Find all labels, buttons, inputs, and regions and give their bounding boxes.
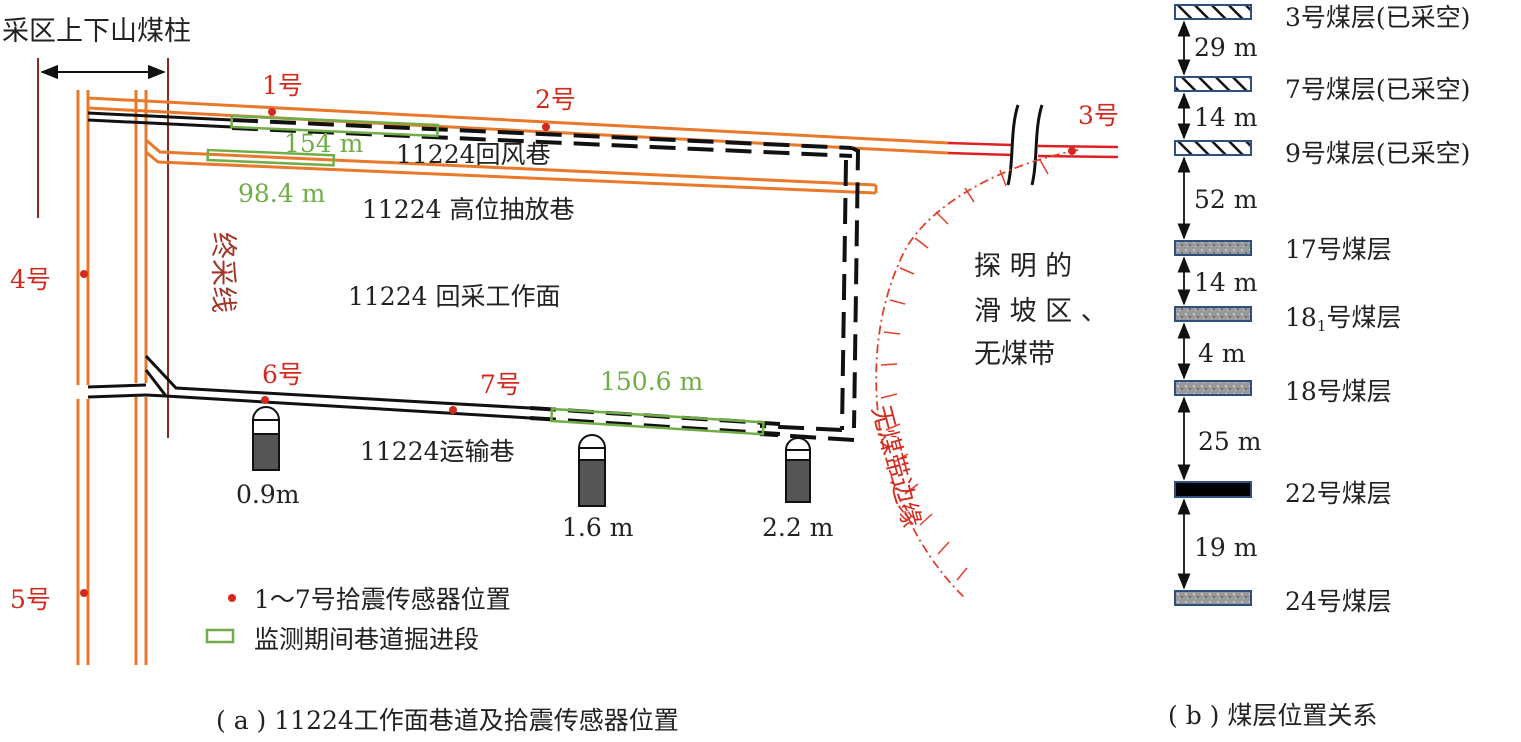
legend-sensor-marker [228,594,236,602]
seam-name-3: 3号煤层(已采空) [1285,3,1470,32]
seam-bar-18 [1174,380,1252,396]
seam-name-9: 9号煤层(已采空) [1285,139,1470,168]
spacing-label-5: 4 m [1198,339,1246,368]
spacing-label-3: 52 m [1194,185,1258,214]
seam-name-7: 7号煤层(已采空) [1285,75,1470,104]
sensor-2 [542,123,550,131]
boundary-label: 无煤带边缘 [866,402,926,530]
red-roadway-extension [947,141,1119,159]
sensor-5 [80,589,88,597]
boundary-ticks [880,159,1049,581]
panel-b: 29 m 14 m 52 m 14 m 4 m 25 m 19 m 3号煤层(已… [1168,3,1470,730]
seam-name-18: 18号煤层 [1285,377,1392,406]
sensor-6 [261,396,269,404]
spacing-label-6: 25 m [1198,427,1262,456]
coal-free-boundary [875,149,1079,599]
sensor-1 [268,108,276,116]
transport-roadway-solid [87,354,531,420]
sensor-label-4: 4号 [10,265,51,294]
seam-bar-9 [1174,140,1252,156]
legend-excavation-marker [205,628,235,644]
seam-bar-24 [1174,590,1252,606]
seam-name-17: 17号煤层 [1285,235,1392,264]
caption-a: ( a ) 11224工作面巷道及拾震传感器位置 [216,706,679,735]
pillar-label: 采区上下山煤柱 [2,16,191,47]
seam-name-22: 22号煤层 [1285,479,1392,508]
area-label-line-2: 滑 坡 区 、 [974,296,1108,327]
seam-bar-17 [1174,240,1252,256]
seam-name-18-1-main: 18 [1285,303,1317,332]
panel-a: 采区上下山煤柱 [2,16,1119,735]
seam-bar-7 [1174,76,1252,92]
borehole-3 [784,437,812,503]
sensor-label-1: 1号 [262,71,303,100]
spacing-label-1: 29 m [1194,33,1258,62]
borehole-1 [251,406,281,471]
seam-name-18-1-sub: 1 [1317,317,1327,335]
excavation-segment-return [230,114,440,138]
sensor-label-6: 6号 [262,360,303,389]
seam-bar-22 [1174,481,1252,498]
sensor-3 [1068,147,1076,155]
stop-line-label: 终采线 [207,232,238,313]
sensor-label-7: 7号 [480,370,521,399]
length-transport: 150.6 m [600,367,704,396]
caption-b: ( b ) 煤层位置关系 [1168,701,1377,730]
area-label-line-3: 无煤带 [974,339,1055,370]
length-high-drain: 98.4 m [238,179,326,208]
incline-roadways [76,90,148,665]
borehole-2 [577,434,607,507]
label-high-drain: 11224 高位抽放巷 [362,195,574,224]
length-return-air: 154 m [284,129,364,158]
legend-sensors-label: 1～7号拾震传感器位置 [254,585,511,614]
excavation-segment-drain [206,148,336,167]
spacing-label-4: 14 m [1194,268,1258,297]
seam-name-18-1-suffix: 号煤层 [1326,303,1401,332]
seam-name-24: 24号煤层 [1285,587,1392,616]
return-air-solid [87,111,233,129]
spacing-label-7: 19 m [1194,533,1258,562]
area-label-line-1: 探 明 的 [974,251,1072,282]
sensor-label-5: 5号 [10,585,51,614]
sensor-4 [80,270,88,278]
label-transport: 11224运输巷 [360,437,515,466]
seam-height-3: 2.2 m [762,513,834,542]
seam-name-18-1: 181号煤层 [1285,303,1401,335]
sensor-7 [449,406,457,414]
label-face: 11224 回采工作面 [348,282,560,311]
seam-height-2: 1.6 m [562,513,634,542]
spacing-label-2: 14 m [1194,103,1258,132]
sensor-label-3: 3号 [1078,101,1119,130]
sensor-label-2: 2号 [535,85,576,114]
legend-excavation-label: 监测期间巷道掘进段 [254,625,479,654]
sensors [80,108,1076,597]
seam-bar-3 [1174,4,1252,20]
seam-height-1: 0.9m [236,480,300,509]
legend: 1～7号拾震传感器位置 监测期间巷道掘进段 [205,585,511,654]
seam-bar-18-1 [1174,306,1252,322]
high-drain-roadway [145,138,878,195]
excavation-segment-transport [549,407,765,436]
label-return-air: 11224回风巷 [396,140,551,169]
